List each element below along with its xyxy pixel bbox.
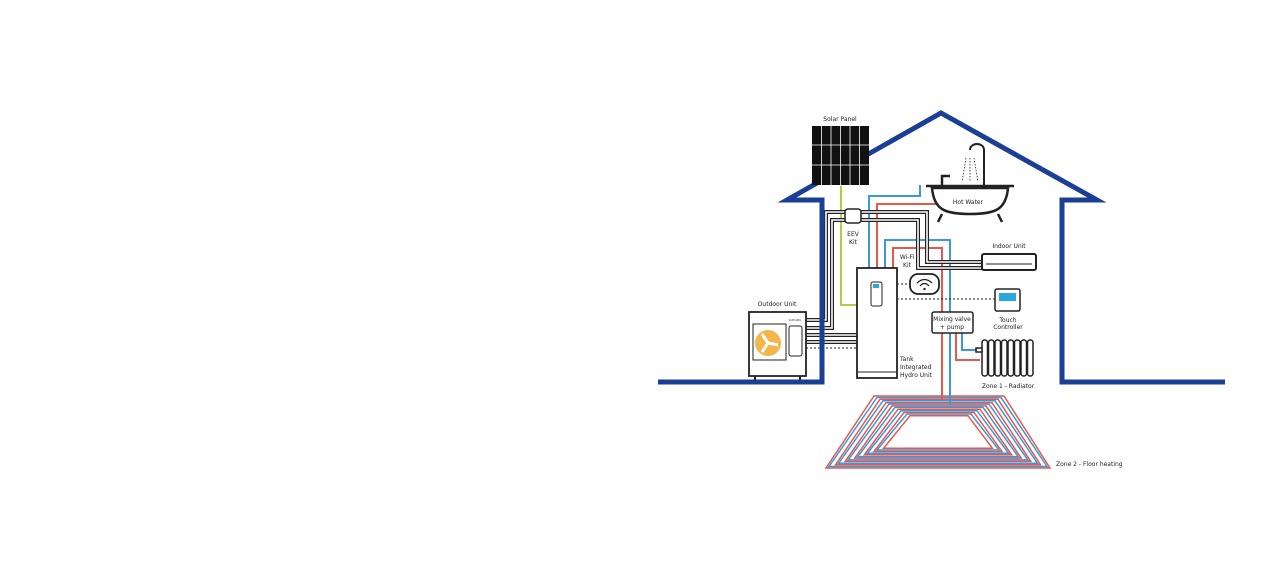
tank-label-2: Integrated <box>900 364 932 371</box>
zone2-label: Zone 2 - Floor heating <box>1056 461 1123 468</box>
shower-water <box>961 157 979 183</box>
radiator-fin <box>987 339 995 377</box>
floor-heating-pipe-hot <box>882 415 994 449</box>
tank-hydro-unit-icon <box>856 267 898 379</box>
floor-heating-pipe-cold <box>875 413 1001 451</box>
touch-controller-icon <box>994 288 1021 312</box>
hot-water-label: Hot Water <box>953 199 984 206</box>
mixing-valve-box <box>931 311 974 334</box>
floor-heating-pipe-hot <box>872 411 1004 453</box>
house-outline <box>658 110 1225 385</box>
radiator-fin <box>981 339 989 377</box>
floor-heating-pipe-hot <box>853 405 1023 459</box>
touch-controller-label-2: Controller <box>993 324 1023 331</box>
zone1-label: Zone 1 - Radiator <box>982 383 1035 390</box>
mixing-valve-label-2: + pump <box>940 324 964 331</box>
solar-panel-label: Solar Panel <box>823 116 857 123</box>
radiator-fin <box>1026 339 1034 377</box>
radiator-valve <box>975 347 983 353</box>
floor-heating-pipe-cold <box>865 409 1011 455</box>
radiator-fin <box>1013 339 1021 377</box>
indoor-unit-label: Indoor Unit <box>992 243 1026 250</box>
floor-heating-pipe-cold <box>856 406 1020 458</box>
floor-heating-pipe-hot <box>843 401 1033 463</box>
floor-heating-pipe-hot <box>834 398 1042 466</box>
radiator-fin <box>1007 339 1015 377</box>
radiator-icon <box>975 339 1034 377</box>
wifi-kit-label-2: Kit <box>903 262 912 269</box>
floor-heating-pipe-cold <box>837 400 1039 464</box>
eev-kit-label-2: Kit <box>849 239 858 246</box>
radiator-fin <box>994 339 1002 377</box>
floor-heating-pipe-hot <box>862 408 1014 456</box>
outdoor-unit-label: Outdoor Unit <box>758 301 797 308</box>
touch-controller-label: Touch <box>998 317 1016 324</box>
floor-heating-coil <box>824 395 1052 469</box>
floor-heating-pipe-cold <box>846 403 1030 461</box>
floor-heating-pipe-hot <box>824 395 1052 469</box>
indoor-unit-icon <box>981 253 1037 271</box>
mixing-valve-label: Mixing valve <box>933 316 971 323</box>
floor-heating-pipe-cold <box>827 396 1049 468</box>
solar-panel-icon <box>812 126 869 185</box>
eev-kit-label: EEV <box>847 231 860 238</box>
wifi-icon <box>909 273 940 295</box>
tank-label: Tank <box>899 356 914 363</box>
eev-kit-icon <box>844 208 862 224</box>
wifi-kit-label: Wi-Fi <box>900 254 915 261</box>
bathtub-icon <box>926 143 1014 223</box>
radiator-fin <box>1000 339 1008 377</box>
control-lines <box>806 283 995 349</box>
radiator-fin <box>1020 339 1028 377</box>
tank-label-3: Hydro Unit <box>900 372 933 379</box>
outdoor-unit-icon: SAMSUNG <box>748 311 807 380</box>
brand-logo: SAMSUNG <box>789 318 802 322</box>
